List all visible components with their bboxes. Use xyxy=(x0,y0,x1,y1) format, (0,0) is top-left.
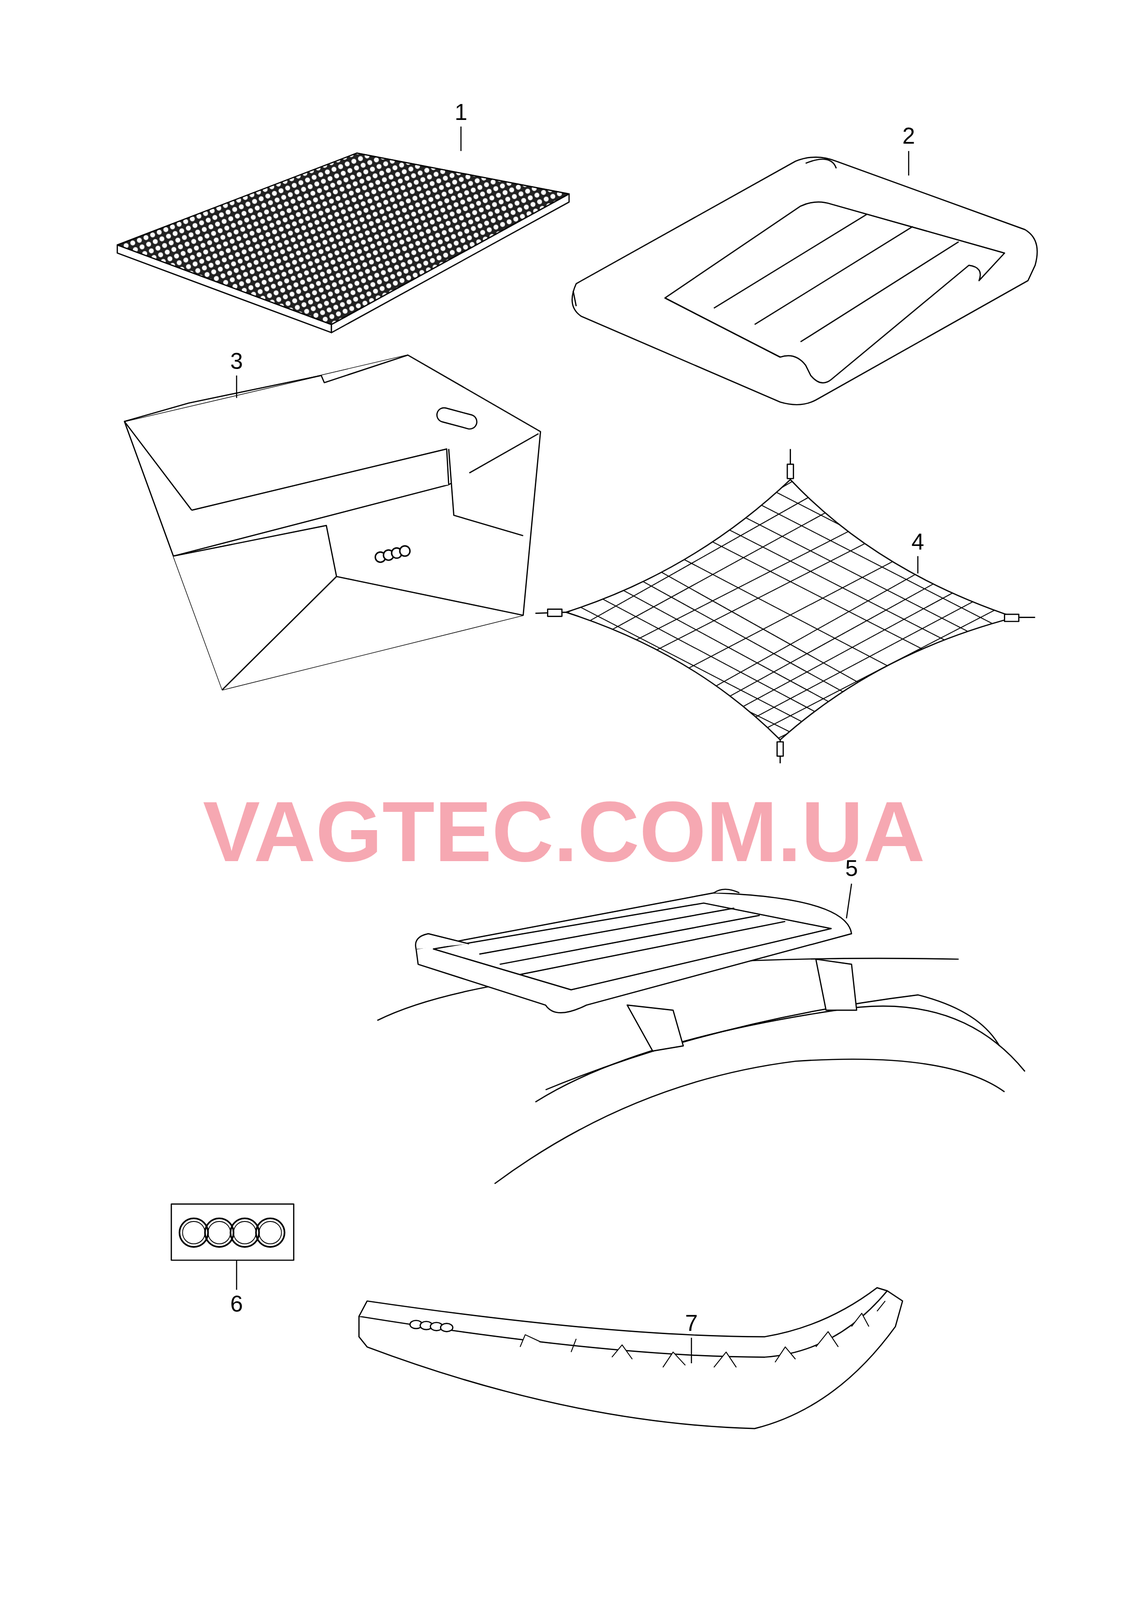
callout-number: 1 xyxy=(454,100,468,124)
callout-number: 3 xyxy=(230,349,243,373)
callout-number: 7 xyxy=(685,1311,698,1334)
callout-number: 4 xyxy=(911,530,925,554)
watermark: VAGTEC.COM.UA xyxy=(202,788,926,874)
luggage-tray xyxy=(572,157,1038,405)
callout-number: 6 xyxy=(230,1292,243,1315)
callout-number: 2 xyxy=(902,124,915,148)
audi-emblem xyxy=(171,1203,294,1260)
leader-line xyxy=(236,126,918,1363)
roof-rack xyxy=(377,889,1025,1184)
rubber-mat xyxy=(117,153,569,333)
sill-plate xyxy=(358,1287,903,1428)
folding-box xyxy=(124,355,541,690)
luggage-net xyxy=(535,408,1035,764)
